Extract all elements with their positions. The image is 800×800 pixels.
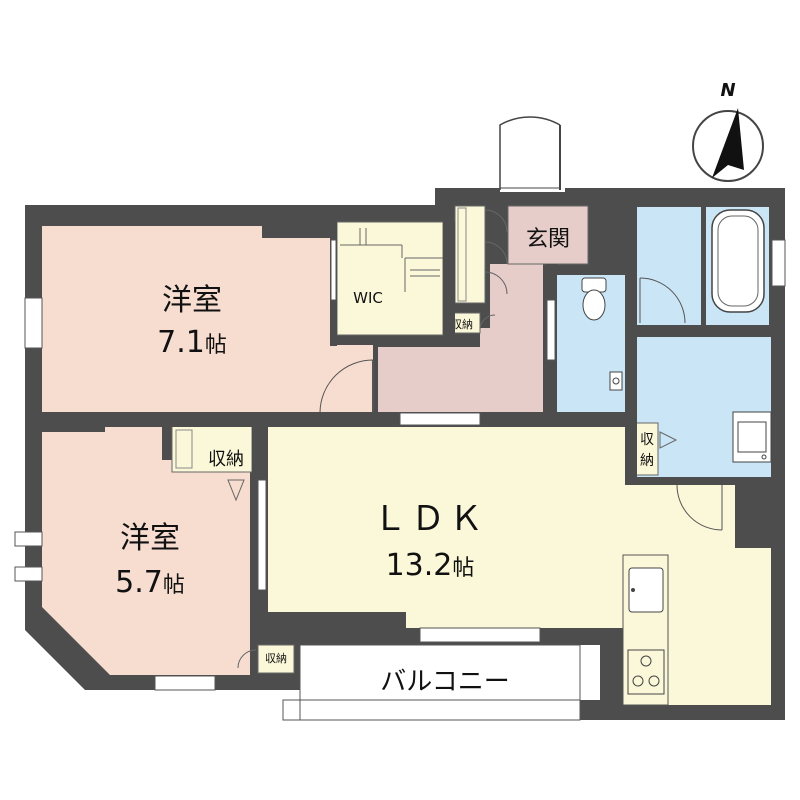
sliding-door-wic <box>330 239 337 301</box>
kitchen-sink-icon <box>628 567 664 613</box>
sliding-door-toilet <box>546 299 556 361</box>
toilet-paper-icon <box>609 371 623 391</box>
storage-bedroom2-door-icon <box>227 479 245 502</box>
windows <box>14 239 786 691</box>
ldk-door-icon <box>676 484 723 531</box>
front-door-icon <box>499 116 561 190</box>
wic-floor <box>336 221 444 336</box>
entrance-floor <box>507 205 589 265</box>
compass: N <box>692 80 764 182</box>
sliding-door-ldk-hall <box>399 412 481 426</box>
window-bath <box>771 239 786 287</box>
storage-small <box>257 644 295 674</box>
wic-label: WIC <box>353 289 383 307</box>
window-bedroom2-a <box>14 531 43 547</box>
balcony-floor <box>299 644 581 721</box>
bedroom2-size-number: 5.7 <box>115 565 163 600</box>
storage-entry-door-icon <box>479 314 496 331</box>
window-bedroom1 <box>24 297 43 349</box>
balcony-label: バルコニー <box>380 667 509 697</box>
ldk-size: 13.2帖 <box>386 548 475 583</box>
bedroom2-floor <box>42 427 250 675</box>
north-arrow-icon <box>712 108 744 178</box>
storage-small-label: 収納 <box>265 652 287 665</box>
bedroom1-size-number: 7.1 <box>157 325 205 360</box>
bedroom1-floor <box>42 226 373 412</box>
cabinet-door-icon <box>484 209 508 295</box>
wic-shelf-icon <box>340 228 443 292</box>
compass-circle <box>692 110 764 182</box>
bedroom2-size: 5.7帖 <box>115 565 185 600</box>
shoe-cabinet <box>454 205 486 304</box>
bathtub-inner-icon <box>717 215 759 307</box>
bath-door-icon <box>639 277 686 324</box>
ldk-name: ＬＤＫ <box>373 499 487 539</box>
storage-bedroom2 <box>171 425 253 473</box>
bathtub-icon <box>711 209 765 313</box>
window-bedroom2-bottom <box>154 675 216 691</box>
storage-bedroom2-label: 収納 <box>208 449 244 470</box>
ldk-size-unit: 帖 <box>452 556 474 581</box>
storage-small-door-icon <box>237 649 257 669</box>
storage-ldk-label-bottom: 納 <box>640 453 654 469</box>
balcony-rail <box>282 699 581 721</box>
window-ldk-balcony <box>419 627 541 643</box>
bedroom1-size: 7.1帖 <box>157 325 227 360</box>
stove-icon <box>627 649 665 695</box>
storage-ldk-door-icon <box>659 431 678 449</box>
sliding-door-bedroom2 <box>257 479 267 591</box>
bedroom1-size-unit: 帖 <box>205 333 227 358</box>
toilet-icon <box>581 277 607 321</box>
storage-entry-small-label: 収納 <box>451 318 473 331</box>
bedroom2-name: 洋室 <box>120 521 180 556</box>
entrance-label: 玄関 <box>526 227 570 252</box>
ldk-size-number: 13.2 <box>386 548 453 583</box>
window-bedroom2-b <box>14 566 43 582</box>
washing-machine-icon <box>732 411 772 463</box>
bedroom1-door-icon <box>319 359 374 413</box>
bedroom2-size-unit: 帖 <box>163 573 185 598</box>
hallway-floor <box>378 264 543 412</box>
bedroom1-name: 洋室 <box>162 283 222 318</box>
north-label: N <box>720 80 735 101</box>
shoe-cabinet-inner <box>457 207 467 302</box>
bath-entry-floor <box>635 207 701 325</box>
storage-ldk-label-top: 収 <box>640 432 654 448</box>
